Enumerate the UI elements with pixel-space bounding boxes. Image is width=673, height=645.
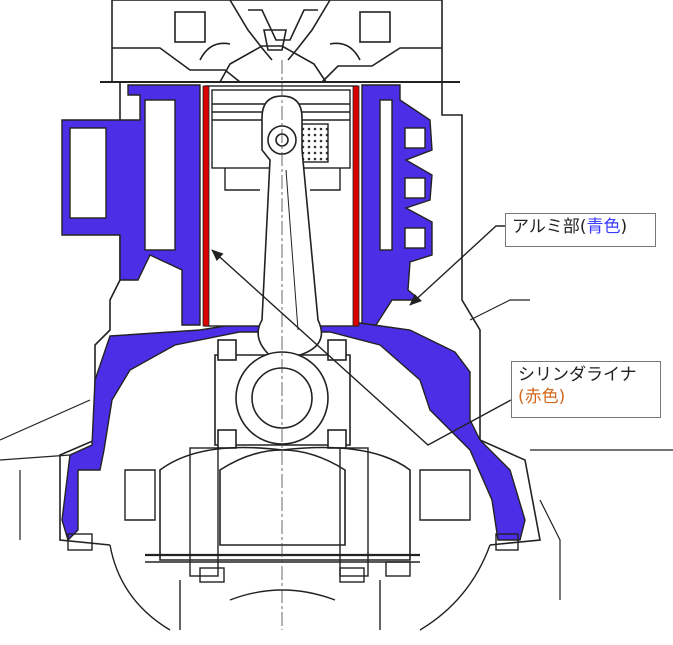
- aluminum-label-color: 青色: [586, 217, 621, 237]
- liner-label-suffix: ): [558, 387, 566, 407]
- leader-aluminum: [409, 225, 505, 306]
- leader-lines: [211, 225, 512, 446]
- jacket-cutouts: [69, 99, 471, 521]
- crankshaft: [159, 339, 411, 561]
- leader-liner: [211, 249, 512, 446]
- lower-crankcase: [67, 447, 519, 631]
- liner-label-color: 赤色: [524, 387, 559, 407]
- connecting-rod: [257, 95, 323, 361]
- liner-label-line1: シリンダライナ: [518, 365, 637, 385]
- block-outline: [0, 82, 673, 600]
- cylinder-head: [100, 0, 460, 83]
- aluminum-label-prefix: アルミ部(: [512, 217, 587, 237]
- liner-label-prefix: (: [518, 387, 525, 407]
- liner-right: [352, 85, 360, 327]
- alu-right-jacket: [361, 84, 433, 326]
- aluminum-label-suffix: ): [620, 217, 628, 237]
- alu-crankcase-skirt: [61, 321, 526, 542]
- aluminum-label: アルミ部(青色): [505, 213, 656, 247]
- liner-left: [202, 85, 210, 327]
- liner-label-line2: (赤色): [518, 386, 654, 408]
- liner-label: シリンダライナ (赤色): [511, 361, 661, 418]
